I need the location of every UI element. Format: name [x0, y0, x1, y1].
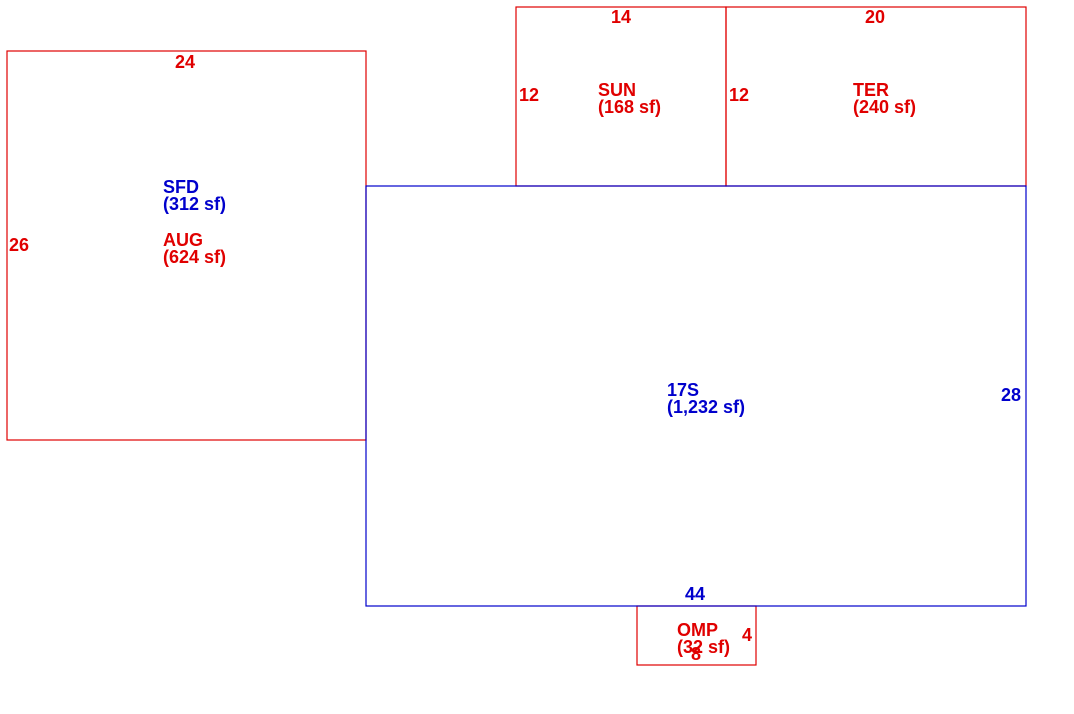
- omp-side-dimension: 4: [742, 625, 753, 645]
- main-outline: [365, 185, 1027, 607]
- aug-area: (624 sf): [163, 247, 227, 267]
- sfd-code: SFD: [163, 177, 199, 197]
- ter-code: TER: [853, 80, 889, 100]
- ter-label: TER (240 sf): [853, 80, 917, 117]
- sfd-label: SFD (312 sf): [163, 177, 227, 214]
- main-area: (1,232 sf): [667, 397, 746, 417]
- ter-top-dimension: 20: [865, 7, 886, 27]
- omp-bottom-dimension: 8: [691, 644, 702, 664]
- main-label: 17S (1,232 sf): [667, 380, 746, 417]
- main-code: 17S: [667, 380, 700, 400]
- sun-side-dimension: 12: [519, 85, 540, 105]
- sun-label: SUN (168 sf): [598, 80, 662, 117]
- main-side-dimension: 28: [1001, 385, 1022, 405]
- sfd-area: (312 sf): [163, 194, 227, 214]
- omp-label: OMP (32 sf): [677, 620, 731, 657]
- sun-code: SUN: [598, 80, 637, 100]
- omp-area: (32 sf): [677, 637, 731, 657]
- omp-code: OMP: [677, 620, 719, 640]
- aug-side-dimension: 26: [9, 235, 30, 255]
- aug-label: AUG (624 sf): [163, 230, 227, 267]
- ter-area: (240 sf): [853, 97, 917, 117]
- aug-code: AUG: [163, 230, 203, 250]
- sun-top-dimension: 14: [611, 7, 632, 27]
- main-bottom-dimension: 44: [685, 584, 706, 604]
- ter-side-dimension: 12: [729, 85, 750, 105]
- aug-top-dimension: 24: [175, 52, 196, 72]
- sun-area: (168 sf): [598, 97, 662, 117]
